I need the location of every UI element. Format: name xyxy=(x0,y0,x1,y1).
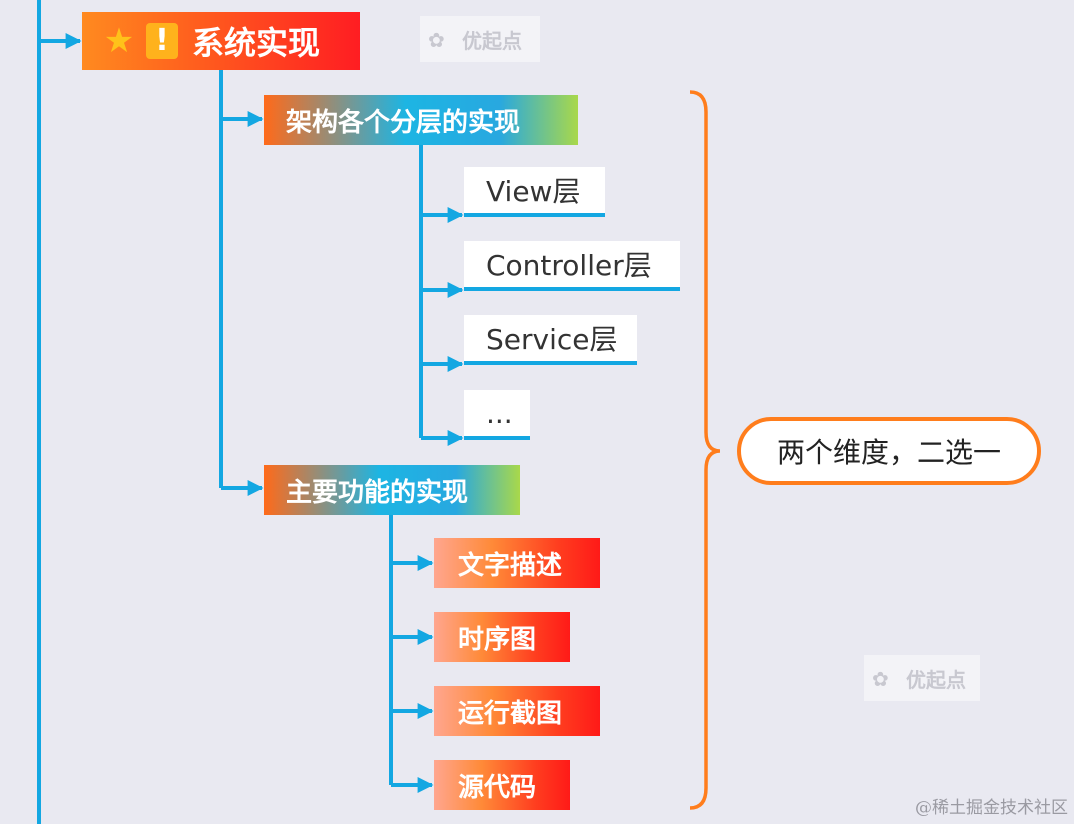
leaf-label: 运行截图 xyxy=(458,698,563,729)
leaf-text-description[interactable]: 文字描述 xyxy=(434,538,600,588)
leaf-source-code[interactable]: 源代码 xyxy=(434,760,570,810)
watermark: ✿ 优起点 xyxy=(420,16,540,62)
leaf-runtime-screenshot[interactable]: 运行截图 xyxy=(434,686,600,736)
leaf-label: 时序图 xyxy=(458,624,537,655)
wechat-icon: ✿ xyxy=(428,28,445,52)
footer-credit: @稀土掘金技术社区 xyxy=(915,798,1068,818)
root-node[interactable]: ★ ! 系统实现 xyxy=(82,12,360,70)
watermark: ✿ 优起点 xyxy=(864,655,980,701)
star-icon: ★ xyxy=(103,21,135,61)
leaf-label: ... xyxy=(486,396,513,430)
callout-label: 两个维度，二选一 xyxy=(776,436,1001,469)
callout-two-dimensions[interactable]: 两个维度，二选一 xyxy=(737,417,1041,485)
exclamation-icon: ! xyxy=(146,23,178,59)
leaf-label: Controller层 xyxy=(486,249,652,282)
watermark-label: 优起点 xyxy=(906,667,966,692)
leaf-controller-layer[interactable]: Controller层 xyxy=(464,241,680,291)
branch-label: 架构各个分层的实现 xyxy=(286,107,521,138)
watermark-label: 优起点 xyxy=(462,28,522,53)
branch-label: 主要功能的实现 xyxy=(286,477,469,508)
leaf-label: 源代码 xyxy=(458,772,537,803)
leaf-service-layer[interactable]: Service层 xyxy=(464,315,637,365)
root-label: 系统实现 xyxy=(192,24,321,62)
wechat-icon: ✿ xyxy=(872,667,889,691)
leaf-sequence-diagram[interactable]: 时序图 xyxy=(434,612,570,662)
leaf-label: View层 xyxy=(486,175,581,208)
branch-main-features[interactable]: 主要功能的实现 xyxy=(264,465,520,515)
leaf-label: Service层 xyxy=(486,323,618,356)
grouping-brace xyxy=(689,90,721,810)
leaf-more[interactable]: ... xyxy=(464,390,530,440)
leaf-view-layer[interactable]: View层 xyxy=(464,167,605,217)
leaf-label: 文字描述 xyxy=(458,550,563,581)
branch-architecture-layers[interactable]: 架构各个分层的实现 xyxy=(264,95,578,145)
